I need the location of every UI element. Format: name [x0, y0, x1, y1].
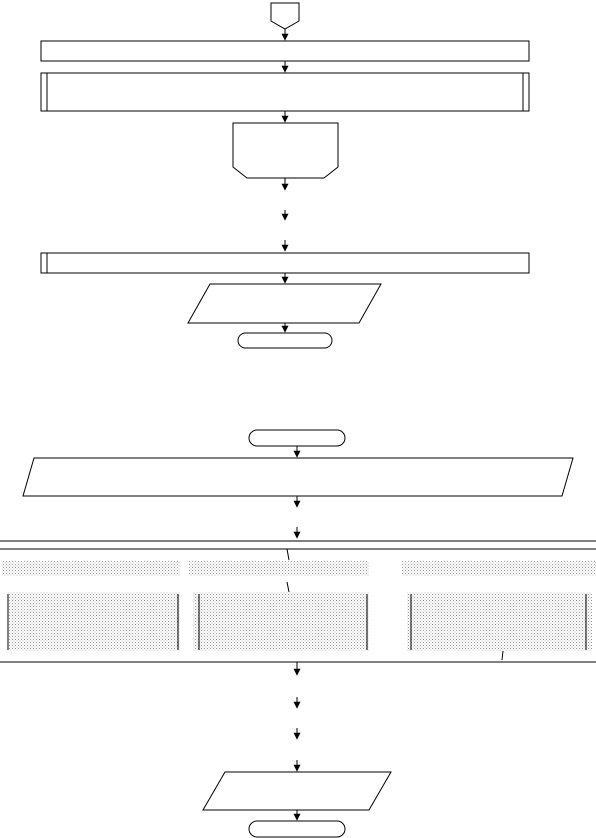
io-parallelogram-bottom [202, 771, 392, 811]
parallel-branch-2 [189, 561, 369, 651]
loop-limit-shape [232, 122, 339, 179]
parallel-branch-1 [2, 561, 180, 651]
top-flow [40, 2, 530, 349]
terminator-start-bottom [248, 429, 346, 447]
io-parallelogram-top [187, 283, 382, 324]
bottom-flow [0, 429, 596, 838]
parallel-branch-3 [402, 561, 596, 661]
process-box-top [40, 40, 530, 62]
offpage-connector-start [270, 2, 300, 30]
parallel-block [0, 540, 596, 663]
predefined-process-mid [40, 252, 530, 274]
terminator-end-bottom [248, 820, 346, 838]
terminator-end-top [237, 332, 333, 349]
predefined-process-top [40, 72, 530, 112]
io-parallelogram-wide [22, 457, 574, 497]
